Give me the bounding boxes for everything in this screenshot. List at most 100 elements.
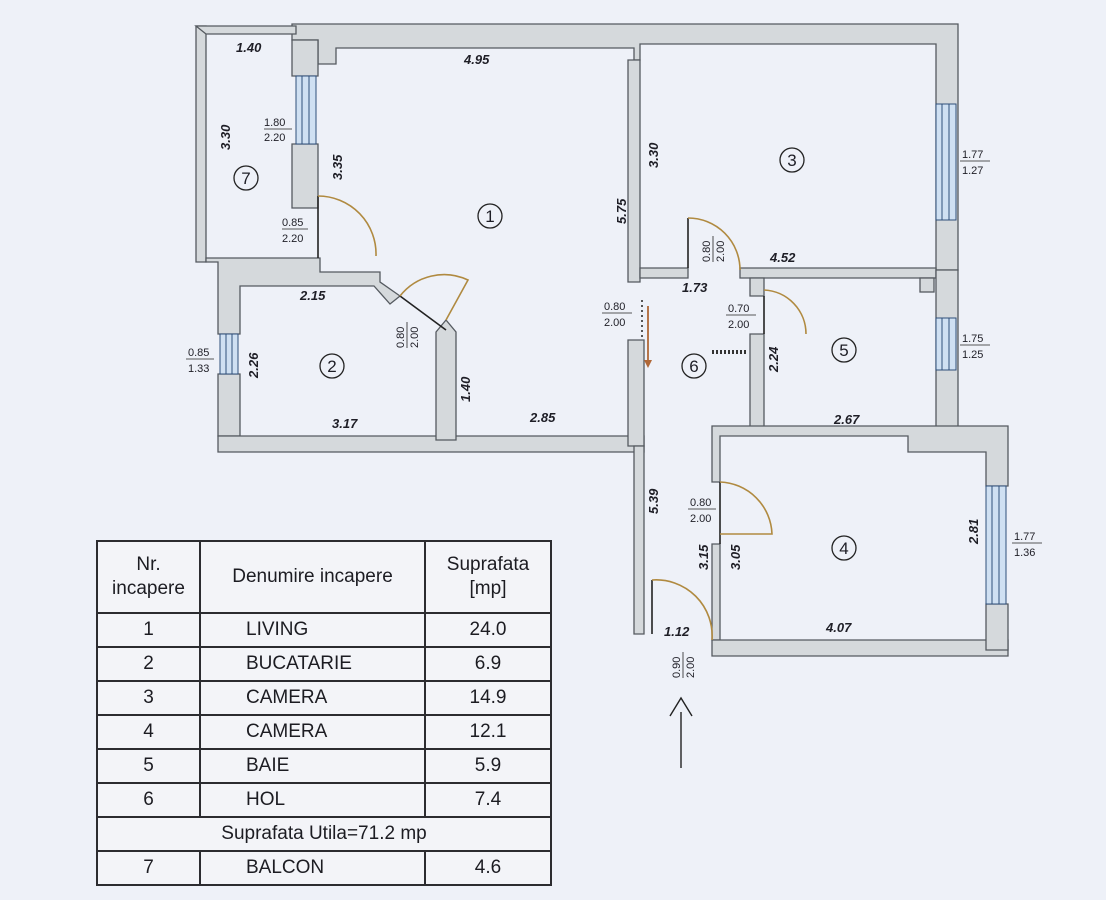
svg-text:2.20: 2.20 <box>282 233 303 245</box>
room-name: BUCATARIE <box>199 646 426 682</box>
room-number: 3 <box>96 680 201 716</box>
dim-bath-width: 2.67 <box>833 412 860 427</box>
svg-text:6: 6 <box>689 357 698 376</box>
svg-text:1: 1 <box>485 207 494 226</box>
walls <box>194 23 1009 657</box>
room4-door-size: 0.80 2.00 <box>688 497 716 525</box>
svg-text:2.00: 2.00 <box>728 319 749 331</box>
svg-text:4: 4 <box>839 539 848 558</box>
dim-living-left-height: 3.35 <box>330 154 345 180</box>
dim-kitchen-height: 2.26 <box>246 352 261 379</box>
svg-text:2.00: 2.00 <box>604 317 625 329</box>
svg-text:1.25: 1.25 <box>962 349 983 361</box>
table-row: 1 LIVING 24.0 <box>96 612 552 648</box>
svg-text:2.00: 2.00 <box>690 513 711 525</box>
room-7-label: 7 <box>233 165 259 191</box>
balcony-window <box>295 75 317 145</box>
svg-text:2.00: 2.00 <box>409 327 421 348</box>
room-number: 1 <box>96 612 201 648</box>
dim-living-notch: 1.40 <box>458 376 473 402</box>
room-labels: 1 2 3 4 5 6 7 <box>233 147 857 561</box>
table-row: 5 BAIE 5.9 <box>96 748 552 784</box>
bath-window-size: 1.75 1.25 <box>960 333 990 361</box>
dim-bath-height: 2.24 <box>766 346 781 373</box>
room-name: HOL <box>199 782 426 818</box>
living-door <box>641 300 652 368</box>
opening-labels: 1.80 2.20 0.85 2.20 0.80 2.00 0.85 1.33 … <box>186 117 1042 678</box>
room-area: 24.0 <box>424 612 552 648</box>
dim-room3-width: 4.52 <box>769 250 796 265</box>
room-number: 2 <box>96 646 201 682</box>
table-row: 4 CAMERA 12.1 <box>96 714 552 750</box>
dim-living-bottom: 2.85 <box>529 410 556 425</box>
svg-text:1.36: 1.36 <box>1014 547 1035 559</box>
svg-text:0.80: 0.80 <box>395 327 407 348</box>
room-name: CAMERA <box>199 714 426 750</box>
svg-text:1.80: 1.80 <box>264 117 285 129</box>
header-name: Denumire incapere <box>199 540 426 614</box>
room-4-label: 4 <box>831 535 857 561</box>
dim-hall-entry: 1.12 <box>664 624 690 639</box>
room-name: CAMERA <box>199 680 426 716</box>
total-area: Suprafata Utila=71.2 mp <box>96 816 552 852</box>
room4-door <box>719 481 773 544</box>
room-area: 14.9 <box>424 680 552 716</box>
table-row: 3 CAMERA 14.9 <box>96 680 552 716</box>
doors <box>317 195 807 641</box>
room-area: 5.9 <box>424 748 552 784</box>
table-header-row: Nr. incapere Denumire incapere Suprafata… <box>96 540 552 614</box>
dim-room3-height: 3.30 <box>646 142 661 168</box>
svg-text:1.77: 1.77 <box>962 149 983 161</box>
room-3-label: 3 <box>779 147 805 173</box>
svg-text:0.70: 0.70 <box>728 303 749 315</box>
dim-room4-width: 4.07 <box>825 620 852 635</box>
room-name: LIVING <box>199 612 426 648</box>
room-6-label: 6 <box>681 353 707 379</box>
svg-text:0.80: 0.80 <box>701 241 713 262</box>
balcony-window-size: 1.80 2.20 <box>264 117 292 144</box>
room-area-table: Nr. incapere Denumire incapere Suprafata… <box>96 540 552 886</box>
dim-hall-top: 1.73 <box>682 280 708 295</box>
balcony-door-size: 0.85 2.20 <box>282 217 308 245</box>
dim-room4-left: 3.15 <box>696 544 711 570</box>
entry-door <box>651 579 713 641</box>
svg-text:1.75: 1.75 <box>962 333 983 345</box>
room3-window-size: 1.77 1.27 <box>960 149 990 177</box>
header-nr: Nr. incapere <box>96 540 201 614</box>
dim-hall-height: 5.39 <box>646 488 661 514</box>
svg-text:2.20: 2.20 <box>264 132 285 144</box>
room-1-label: 1 <box>477 203 503 229</box>
svg-text:1.77: 1.77 <box>1014 531 1035 543</box>
svg-text:2: 2 <box>327 357 336 376</box>
dim-balcony-width: 1.40 <box>236 40 262 55</box>
room-5-label: 5 <box>831 337 857 363</box>
svg-text:2.00: 2.00 <box>715 241 727 262</box>
svg-text:7: 7 <box>241 169 250 188</box>
dimension-labels: 1.40 3.30 4.95 3.35 5.75 2.85 1.40 2.15 … <box>218 40 981 639</box>
bath-window <box>935 317 957 371</box>
balcony-door <box>317 195 377 258</box>
room-2-label: 2 <box>319 353 345 379</box>
dim-living-right-height: 5.75 <box>614 198 629 224</box>
dim-kitchen-bottom: 3.17 <box>332 416 358 431</box>
svg-text:5: 5 <box>839 341 848 360</box>
room-area: 7.4 <box>424 782 552 818</box>
svg-text:3: 3 <box>787 151 796 170</box>
windows <box>219 75 1007 605</box>
bath-door-size: 0.70 2.00 <box>726 303 756 331</box>
room-name: BAIE <box>199 748 426 784</box>
svg-text:0.80: 0.80 <box>604 301 625 313</box>
svg-text:1.33: 1.33 <box>188 363 209 375</box>
room-number: 6 <box>96 782 201 818</box>
kitchen-door-size: 0.80 2.00 <box>395 322 421 348</box>
room-area: 6.9 <box>424 646 552 682</box>
arrow-up-icon <box>669 696 693 768</box>
header-area: Suprafata [mp] <box>424 540 552 614</box>
room-number: 7 <box>96 850 201 886</box>
svg-text:0.85: 0.85 <box>188 347 209 359</box>
bath-door <box>712 289 807 354</box>
total-row: Suprafata Utila=71.2 mp <box>96 816 552 852</box>
room4-window <box>985 485 1007 605</box>
room-number: 4 <box>96 714 201 750</box>
dim-living-width: 4.95 <box>463 52 490 67</box>
